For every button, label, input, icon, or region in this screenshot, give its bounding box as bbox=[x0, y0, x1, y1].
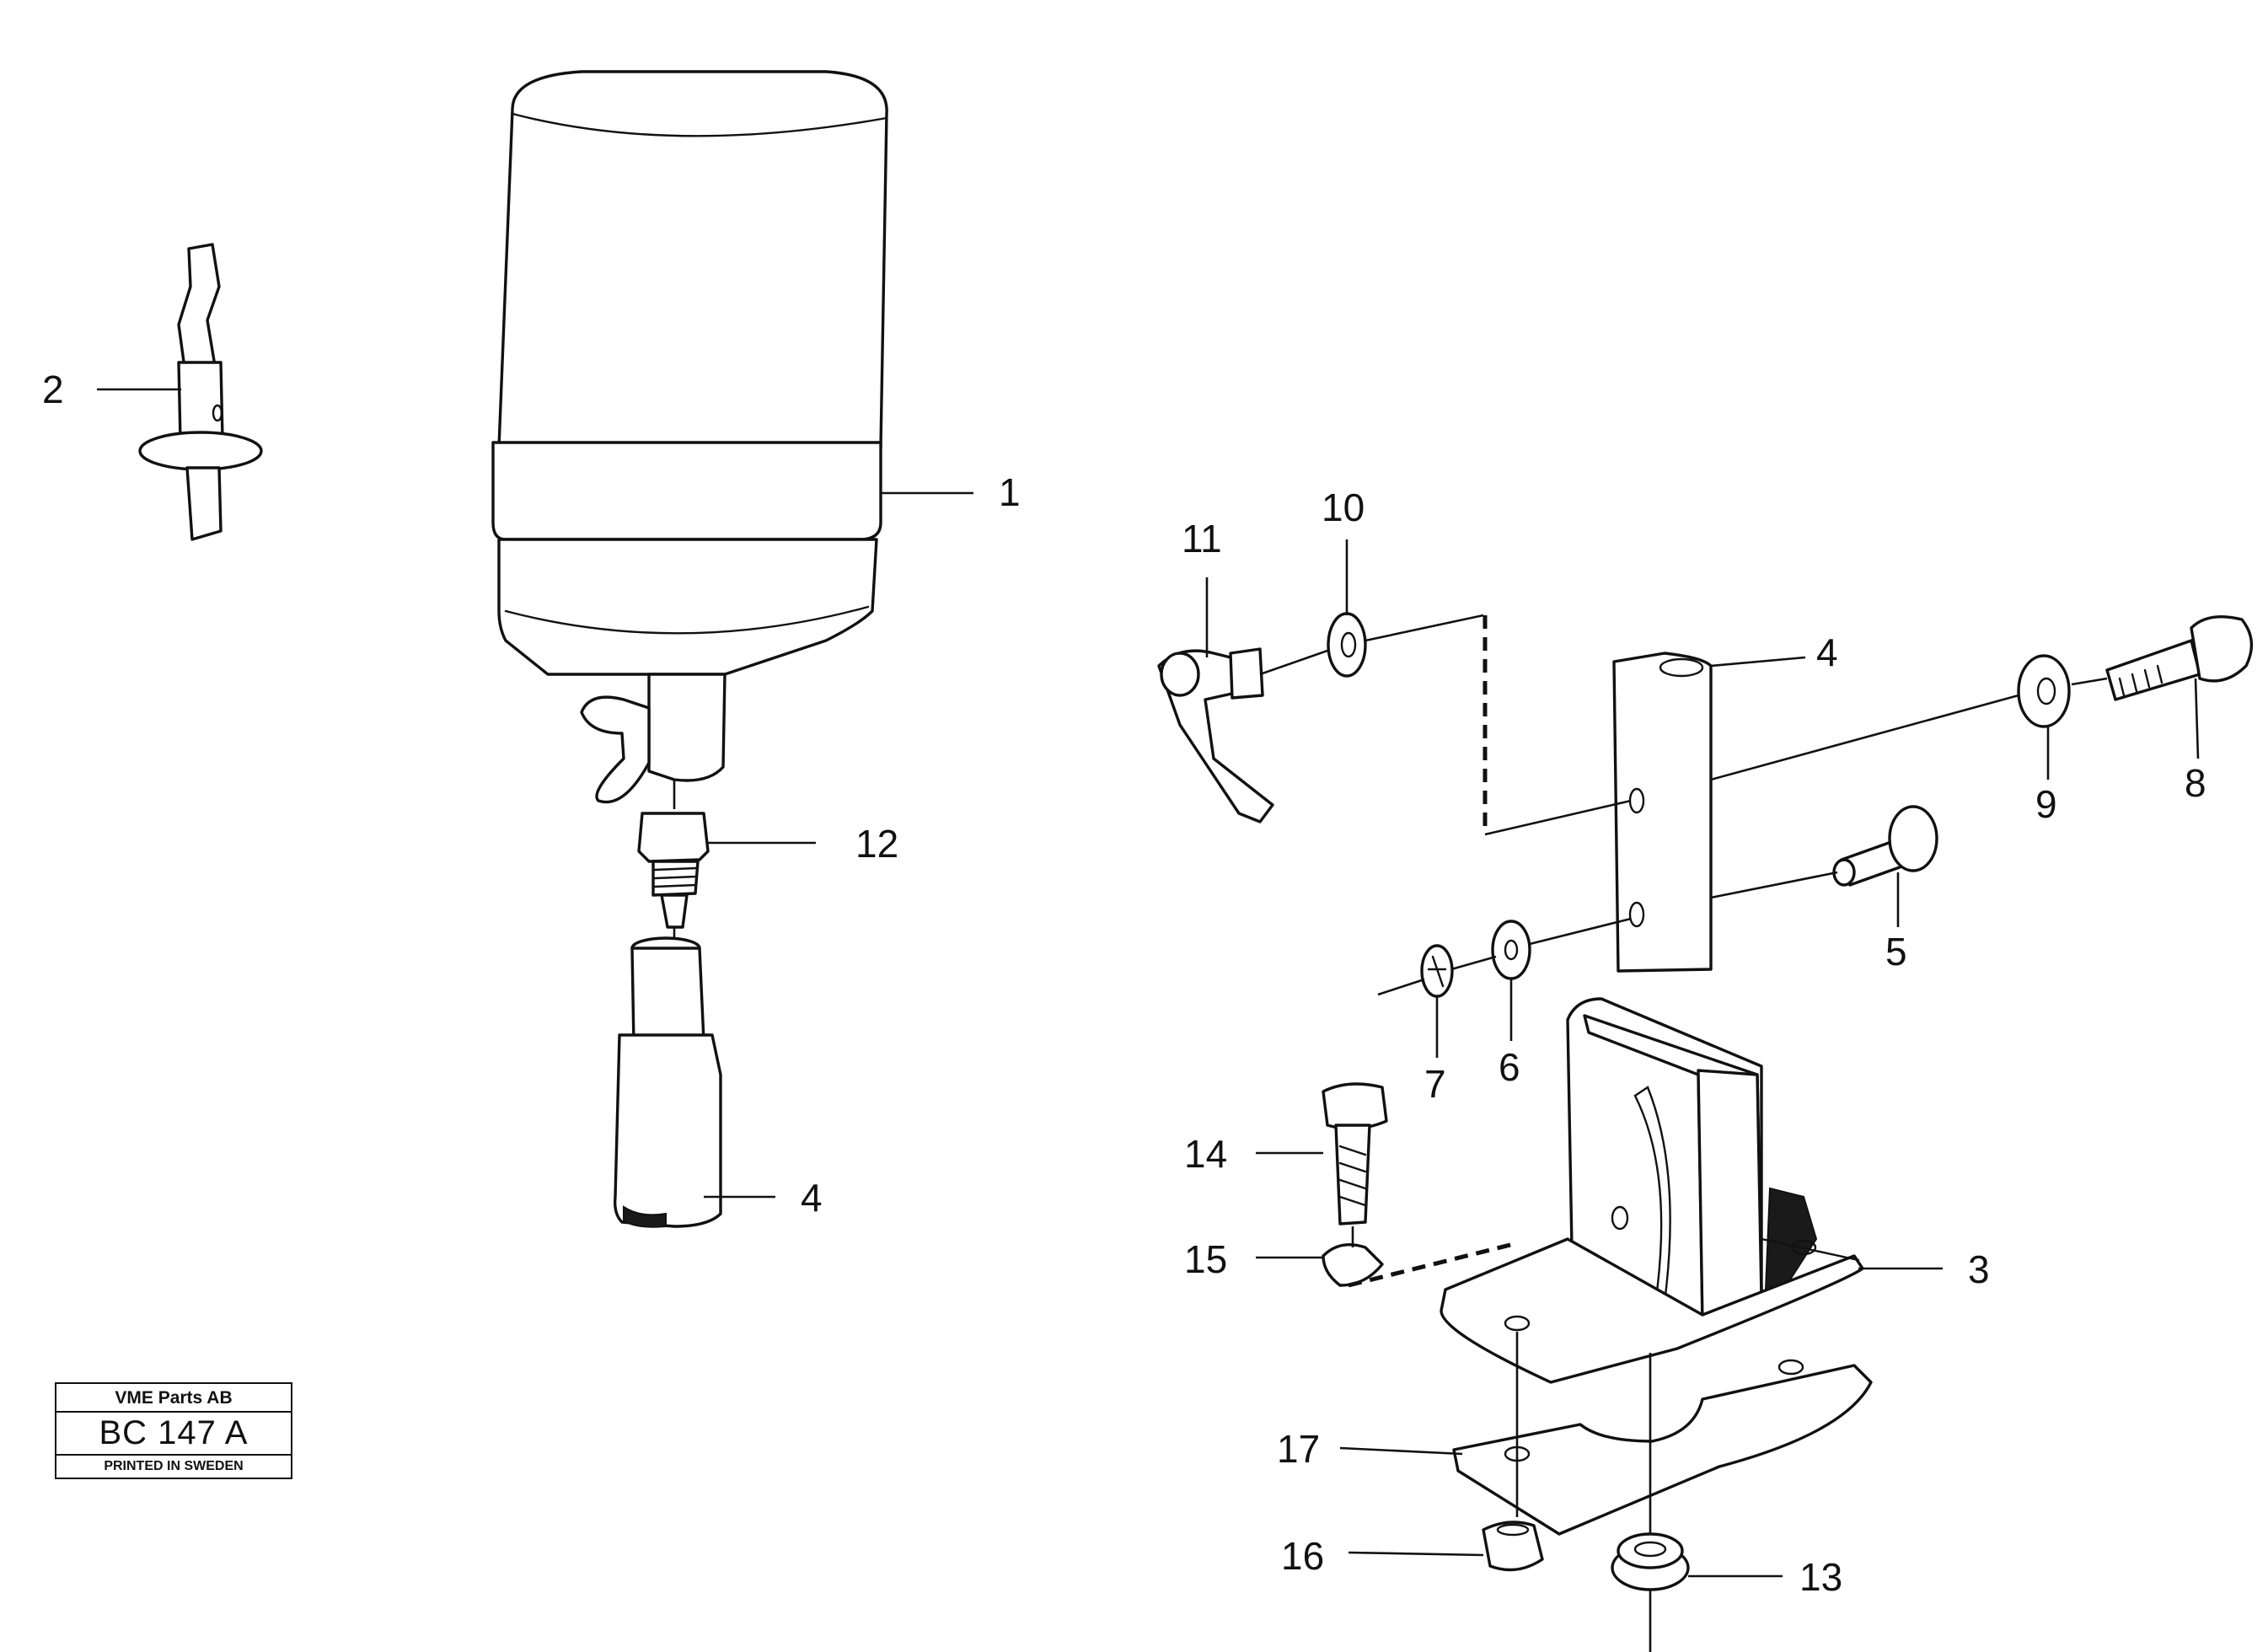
callout-labels: 1 2 3 4 4 5 6 7 8 9 10 11 12 13 14 15 16… bbox=[42, 367, 2206, 1599]
callout-14: 14 bbox=[1184, 1132, 1227, 1176]
part-13-grommet bbox=[1611, 1532, 1690, 1591]
callout-4-tube: 4 bbox=[801, 1176, 823, 1220]
callout-3: 3 bbox=[1968, 1247, 1990, 1291]
part-16-nut bbox=[1482, 1521, 1544, 1572]
callout-9: 9 bbox=[2035, 782, 2057, 826]
part-1-container bbox=[491, 70, 888, 804]
callout-4-rail: 4 bbox=[1816, 630, 1838, 674]
part-7-lock-washer bbox=[1420, 944, 1454, 998]
part-8-bolt bbox=[2105, 614, 2254, 701]
callout-12: 12 bbox=[855, 822, 898, 866]
part-11-handle bbox=[1157, 647, 1274, 823]
part-4-rail bbox=[1612, 652, 1713, 973]
callout-8: 8 bbox=[2185, 761, 2206, 805]
part-14-bolt bbox=[1322, 1082, 1388, 1226]
assembly-axis-lines bbox=[673, 614, 2108, 1652]
part-9-washer bbox=[2017, 654, 2071, 728]
part-6-washer bbox=[1491, 920, 1531, 980]
callout-1: 1 bbox=[999, 470, 1021, 514]
title-block: VME Parts AB BC 147 A PRINTED IN SWEDEN bbox=[55, 1382, 292, 1479]
part-10-washer bbox=[1327, 612, 1367, 678]
part-3-bracket bbox=[1440, 997, 1864, 1384]
callout-6: 6 bbox=[1499, 1045, 1520, 1089]
callout-17: 17 bbox=[1277, 1427, 1320, 1471]
company-name: VME Parts AB bbox=[115, 1388, 233, 1408]
drawing-code: BC 147 A bbox=[56, 1411, 291, 1454]
callout-7: 7 bbox=[1424, 1062, 1446, 1106]
callout-10: 10 bbox=[1322, 485, 1365, 529]
callout-16: 16 bbox=[1281, 1534, 1324, 1578]
part-12-fitting bbox=[637, 812, 710, 929]
callout-15: 15 bbox=[1184, 1237, 1227, 1281]
part-2-connector bbox=[138, 243, 263, 541]
callout-2: 2 bbox=[42, 367, 64, 411]
callout-leaders bbox=[97, 388, 2200, 1578]
callout-11: 11 bbox=[1182, 517, 1222, 560]
part-5-pin bbox=[1832, 805, 1938, 887]
part-4-tube bbox=[613, 936, 722, 1228]
callout-13: 13 bbox=[1799, 1555, 1842, 1599]
callout-5: 5 bbox=[1885, 930, 1907, 974]
assembly-dashed-lines bbox=[1348, 615, 1518, 1288]
part-15-lock-washer bbox=[1322, 1243, 1384, 1287]
printed-note: PRINTED IN SWEDEN bbox=[56, 1454, 291, 1478]
